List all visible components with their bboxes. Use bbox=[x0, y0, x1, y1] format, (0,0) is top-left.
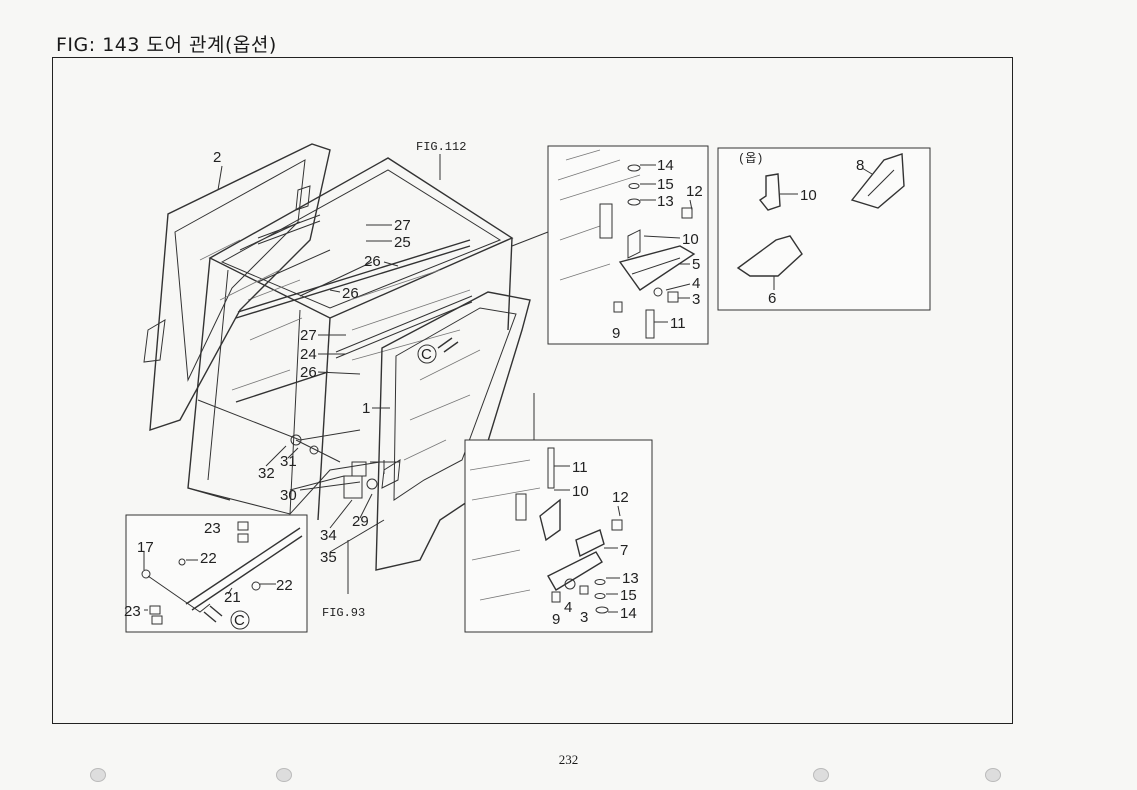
label-part-11: 11 bbox=[572, 459, 588, 476]
label-part-12: 12 bbox=[686, 183, 703, 200]
diagram-frame bbox=[52, 57, 1013, 724]
top-hinge-inset bbox=[511, 145, 709, 345]
label-part-27: 27 bbox=[394, 217, 411, 234]
label-part-26: 26 bbox=[364, 253, 381, 270]
door-rails bbox=[335, 295, 473, 474]
latch-parts bbox=[290, 434, 378, 499]
label-part-32: 32 bbox=[258, 465, 275, 482]
binder-hole bbox=[90, 768, 106, 782]
page-title: FIG: 143 도어 관계(옵션) bbox=[56, 34, 277, 56]
label-part-34: 34 bbox=[320, 527, 337, 544]
option-label: (옵) bbox=[738, 151, 763, 166]
label-part-35: 35 bbox=[320, 549, 337, 566]
label-part-13: 13 bbox=[622, 570, 639, 587]
callout-c-main: C bbox=[421, 346, 432, 363]
label-part-4: 4 bbox=[564, 599, 572, 616]
label-part-26: 26 bbox=[342, 285, 359, 302]
label-part-2: 2 bbox=[213, 149, 221, 166]
label-part-9: 9 bbox=[612, 325, 620, 342]
label-part-14: 14 bbox=[657, 157, 674, 174]
reference-fig93: FIG.93 bbox=[322, 606, 365, 620]
rear-door-panel bbox=[143, 143, 331, 431]
label-part-31: 31 bbox=[280, 453, 297, 470]
label-part-11: 11 bbox=[670, 315, 686, 332]
label-part-9: 9 bbox=[552, 611, 560, 628]
binder-hole bbox=[276, 768, 292, 782]
cab-frame bbox=[187, 157, 514, 521]
label-part-23: 23 bbox=[124, 603, 141, 620]
label-part-14: 14 bbox=[620, 605, 637, 622]
callout-c-inset: C bbox=[234, 612, 245, 629]
label-part-10: 10 bbox=[682, 231, 699, 248]
label-part-4: 4 bbox=[692, 275, 700, 292]
label-part-15: 15 bbox=[620, 587, 637, 604]
bottom-hinge-inset bbox=[464, 393, 653, 633]
label-part-5: 5 bbox=[692, 256, 700, 273]
door-stay-inset bbox=[125, 514, 308, 633]
label-part-17: 17 bbox=[137, 539, 154, 556]
label-part-3: 3 bbox=[692, 291, 700, 308]
label-part-27: 27 bbox=[300, 327, 317, 344]
option-inset bbox=[717, 147, 931, 311]
label-part-22: 22 bbox=[276, 577, 293, 594]
label-part-3: 3 bbox=[580, 609, 588, 626]
reference-fig112: FIG.112 bbox=[416, 140, 466, 154]
label-part-15: 15 bbox=[657, 176, 674, 193]
binder-hole bbox=[813, 768, 829, 782]
label-part-10: 10 bbox=[572, 483, 589, 500]
label-part-7: 7 bbox=[620, 542, 628, 559]
label-part-21: 21 bbox=[224, 589, 241, 606]
label-part-25: 25 bbox=[394, 234, 411, 251]
label-part-23: 23 bbox=[204, 520, 221, 537]
label-part-26: 26 bbox=[300, 364, 317, 381]
label-part-13: 13 bbox=[657, 193, 674, 210]
page-number: 232 bbox=[558, 752, 579, 767]
label-part-8: 8 bbox=[856, 157, 864, 174]
label-part-29: 29 bbox=[352, 513, 369, 530]
label-part-22: 22 bbox=[200, 550, 217, 567]
label-part-24: 24 bbox=[300, 346, 317, 363]
label-part-1: 1 bbox=[362, 400, 370, 417]
label-part-12: 12 bbox=[612, 489, 629, 506]
main-leader-lines bbox=[217, 154, 441, 594]
label-part-6: 6 bbox=[768, 290, 776, 307]
label-part-30: 30 bbox=[280, 487, 297, 504]
label-part-10: 10 bbox=[800, 187, 817, 204]
binder-hole bbox=[985, 768, 1001, 782]
